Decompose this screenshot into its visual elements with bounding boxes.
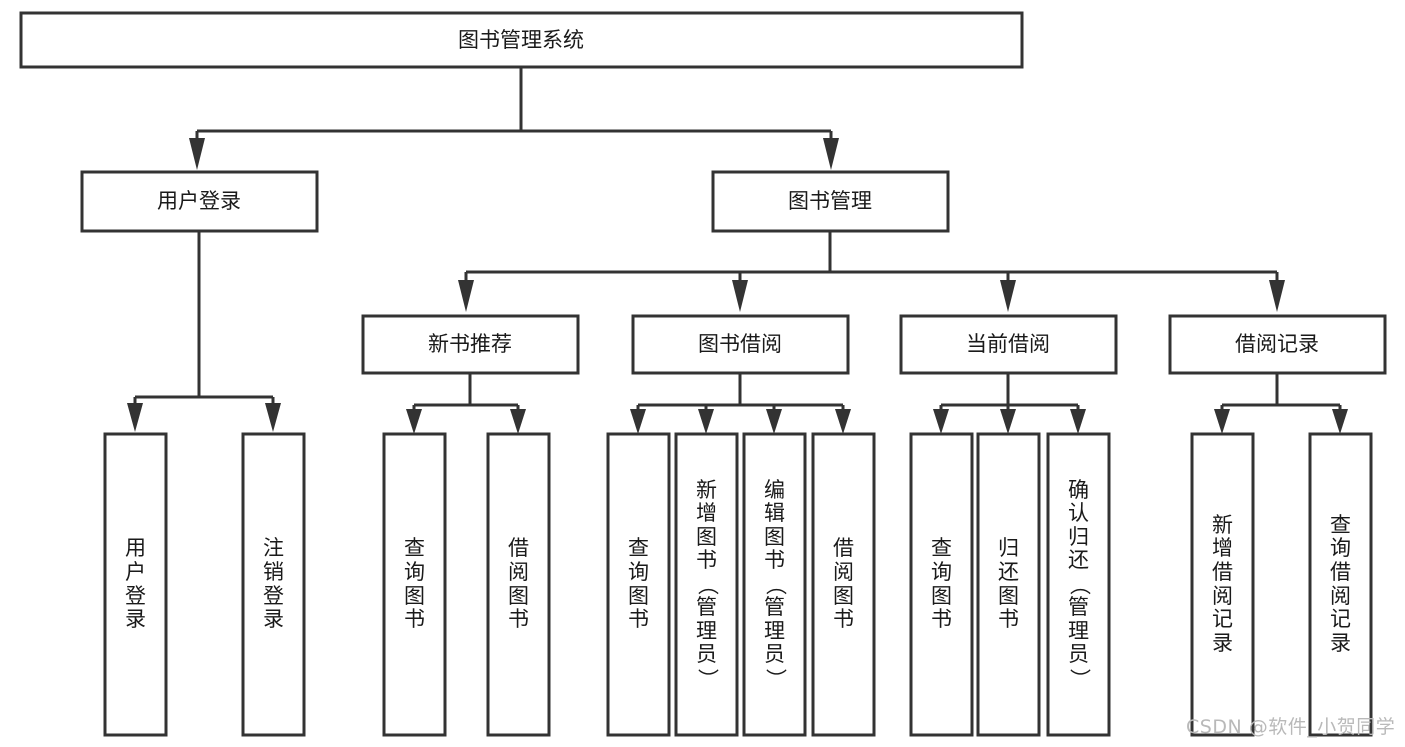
arrowhead-bb-to-borrow-book: [835, 409, 851, 434]
node-box-leaf-query-book-2[interactable]: [606, 432, 671, 737]
node-box-borrow-record[interactable]: [1168, 314, 1387, 375]
node-box-leaf-logout[interactable]: [241, 432, 306, 737]
arrowhead-nbr-to-borrow-book: [510, 409, 526, 434]
arrowhead-bm-to-current-borrow: [1000, 280, 1016, 312]
arrowhead-bb-to-edit-book: [766, 409, 782, 434]
arrowhead-root-to-user-login: [189, 138, 205, 170]
arrowhead-cb-to-return-book: [1000, 409, 1016, 434]
arrowhead-br-to-query-record: [1332, 409, 1348, 434]
node-box-leaf-user-login[interactable]: [103, 432, 168, 737]
node-box-new-book-rec[interactable]: [361, 314, 580, 375]
node-box-leaf-add-record[interactable]: [1190, 432, 1255, 737]
arrowhead-user-login-leaf-logout: [265, 403, 281, 432]
node-label-new-book-rec: 新书推荐: [428, 332, 512, 356]
node-box-leaf-query-record[interactable]: [1308, 432, 1373, 737]
arrowhead-bm-to-new-book-rec: [458, 280, 474, 312]
node-box-leaf-borrow-book-2[interactable]: [811, 432, 876, 737]
arrowhead-bb-to-add-book: [698, 409, 714, 434]
node-box-leaf-add-book-admin[interactable]: [674, 432, 739, 737]
watermark-text: CSDN @软件_小贺同学: [1186, 716, 1396, 738]
node-label-user-login: 用户登录: [157, 189, 241, 213]
node-label-borrow-record: 借阅记录: [1235, 332, 1319, 356]
arrowhead-user-login-leaf-login: [127, 403, 143, 432]
node-label-current-borrow: 当前借阅: [966, 332, 1050, 356]
node-box-leaf-confirm-return-admin[interactable]: [1046, 432, 1111, 737]
arrowhead-bm-to-book-borrow: [732, 280, 748, 312]
node-box-leaf-query-book-1[interactable]: [382, 432, 447, 737]
arrowhead-cb-to-query-book: [933, 409, 949, 434]
node-box-leaf-query-book-3[interactable]: [909, 432, 974, 737]
arrowhead-cb-to-confirm-return: [1070, 409, 1086, 434]
arrowhead-nbr-to-query-book: [406, 409, 422, 434]
arrowhead-br-to-add-record: [1214, 409, 1230, 434]
node-box-leaf-borrow-book-1[interactable]: [486, 432, 551, 737]
arrowhead-root-to-book-manage: [823, 138, 839, 170]
node-box-leaf-edit-book-admin[interactable]: [742, 432, 807, 737]
node-label-root: 图书管理系统: [458, 28, 584, 52]
node-box-current-borrow[interactable]: [899, 314, 1118, 375]
node-box-leaf-return-book[interactable]: [976, 432, 1041, 737]
node-box-book-borrow[interactable]: [631, 314, 850, 375]
node-label-book-manage: 图书管理: [788, 189, 872, 213]
arrowhead-bm-to-borrow-record: [1269, 280, 1285, 312]
node-label-book-borrow: 图书借阅: [698, 332, 782, 356]
arrowhead-bb-to-query-book: [630, 409, 646, 434]
node-box-book-manage[interactable]: [711, 170, 950, 233]
node-box-root[interactable]: [19, 11, 1024, 69]
